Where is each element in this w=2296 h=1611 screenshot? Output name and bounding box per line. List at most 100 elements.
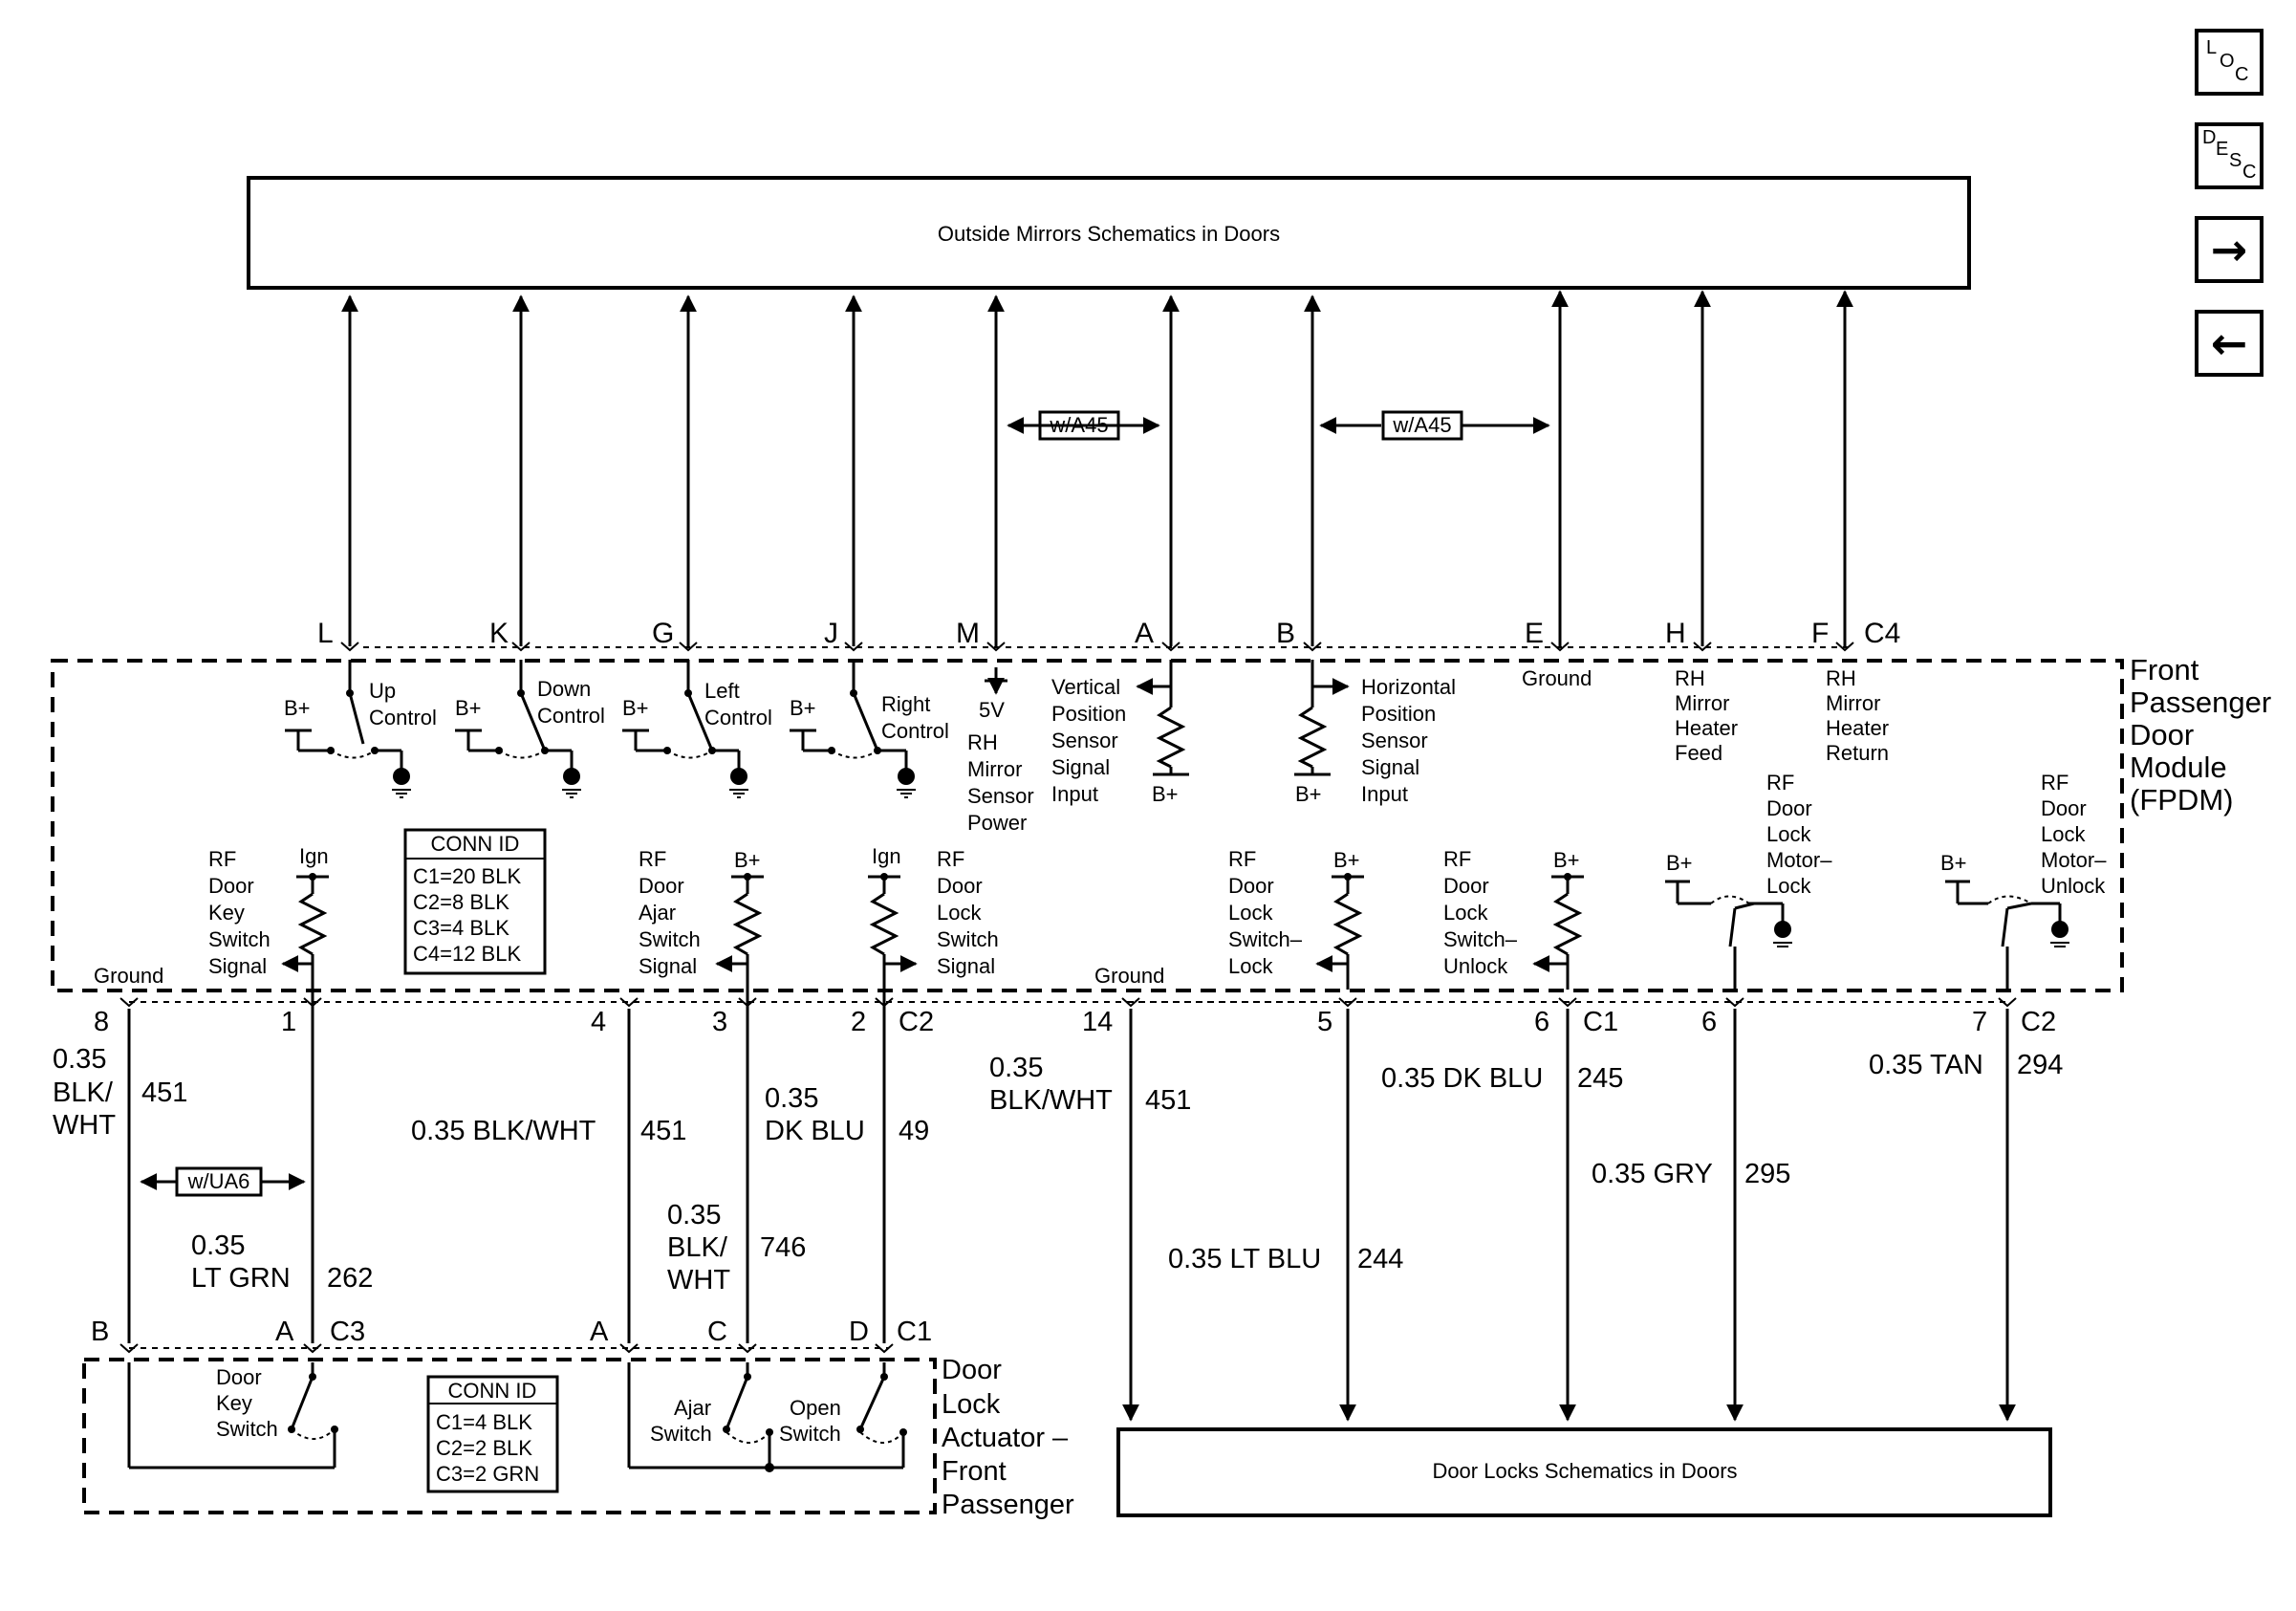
svg-text:RH: RH bbox=[1826, 666, 1856, 690]
svg-text:Input: Input bbox=[1051, 782, 1098, 806]
fpdm-conn-id: CONN ID C1=20 BLK C2=8 BLK C3=4 BLK C4=1… bbox=[413, 832, 521, 966]
loc-button[interactable]: L O C bbox=[2195, 29, 2264, 96]
svg-text:451: 451 bbox=[640, 1116, 686, 1146]
svg-text:Door: Door bbox=[2041, 796, 2087, 820]
svg-text:Switch–: Switch– bbox=[1443, 927, 1518, 951]
lock-switch-labels: Ign RF Door Lock Switch Signal bbox=[872, 844, 999, 978]
actuator-pins: B A C3 A C D C1 bbox=[91, 1317, 932, 1347]
svg-text:C2=8 BLK: C2=8 BLK bbox=[413, 890, 509, 914]
svg-text:Door: Door bbox=[2130, 718, 2194, 751]
option-wua6: w/UA6 bbox=[187, 1169, 250, 1193]
fpdm-pin-letters: L K G J M A B E H F C4 bbox=[317, 618, 1900, 649]
desc-c: C bbox=[2242, 162, 2257, 183]
svg-text:WHT: WHT bbox=[667, 1265, 730, 1295]
svg-text:Mirror: Mirror bbox=[1675, 691, 1729, 715]
svg-text:B+: B+ bbox=[284, 696, 311, 720]
horizontal-sensor-resistor bbox=[1294, 660, 1350, 776]
desc-e: E bbox=[2216, 139, 2229, 160]
svg-text:Ajar: Ajar bbox=[674, 1396, 711, 1420]
outside-mirrors-box[interactable] bbox=[247, 176, 1971, 290]
svg-text:RF: RF bbox=[639, 847, 666, 871]
svg-text:Lock: Lock bbox=[937, 901, 982, 925]
svg-text:Horizontal: Horizontal bbox=[1361, 675, 1456, 699]
svg-text:C3: C3 bbox=[330, 1317, 365, 1347]
svg-text:C2=2 BLK: C2=2 BLK bbox=[436, 1436, 532, 1460]
svg-text:Lock: Lock bbox=[2041, 822, 2086, 846]
option-wa45-2: w/A45 bbox=[1392, 413, 1451, 437]
actuator-switches bbox=[127, 1362, 905, 1469]
svg-text:LT GRN: LT GRN bbox=[191, 1263, 291, 1294]
svg-text:1: 1 bbox=[281, 1007, 296, 1037]
desc-d: D bbox=[2202, 127, 2217, 148]
heater-return-labels: RH Mirror Heater Return bbox=[1826, 666, 1889, 765]
svg-text:Return: Return bbox=[1826, 741, 1889, 765]
svg-text:6: 6 bbox=[1701, 1007, 1717, 1037]
svg-text:B+: B+ bbox=[734, 848, 761, 872]
fpdm-title: Front Passenger Door Module (FPDM) bbox=[2130, 653, 2271, 816]
svg-text:C3=4 BLK: C3=4 BLK bbox=[413, 916, 509, 940]
motor-lock-labels: B+ RF Door Lock Motor– Lock bbox=[1666, 771, 1832, 898]
door-locks-box[interactable] bbox=[1116, 1427, 2052, 1517]
lock-switch-lock-labels: B+ RF Door Lock Switch– Lock bbox=[1228, 847, 1360, 978]
next-button[interactable]: → bbox=[2195, 216, 2264, 283]
arrow-left-icon: ← bbox=[2210, 317, 2248, 369]
svg-text:Down: Down bbox=[537, 677, 591, 701]
svg-text:Passenger: Passenger bbox=[942, 1490, 1074, 1520]
svg-text:Ign: Ign bbox=[872, 844, 901, 868]
svg-text:Position: Position bbox=[1051, 702, 1126, 726]
svg-text:BLK/: BLK/ bbox=[53, 1078, 114, 1108]
loc-l: L bbox=[2206, 37, 2218, 58]
svg-text:RF: RF bbox=[2041, 771, 2069, 795]
svg-text:Lock: Lock bbox=[1228, 901, 1273, 925]
svg-text:RF: RF bbox=[208, 847, 236, 871]
svg-text:Control: Control bbox=[881, 719, 949, 743]
fpdm-module-outline bbox=[51, 659, 2124, 992]
prev-button[interactable]: ← bbox=[2195, 310, 2264, 377]
svg-text:Mirror: Mirror bbox=[967, 757, 1022, 781]
arrow-right-icon: → bbox=[2210, 224, 2248, 275]
desc-button[interactable]: D E S C bbox=[2195, 122, 2264, 189]
svg-text:Heater: Heater bbox=[1826, 716, 1889, 740]
loc-c: C bbox=[2235, 64, 2249, 85]
svg-text:B+: B+ bbox=[790, 696, 816, 720]
svg-text:D: D bbox=[849, 1317, 869, 1347]
svg-text:7: 7 bbox=[1972, 1007, 1987, 1037]
svg-text:Door: Door bbox=[937, 874, 983, 898]
svg-text:Ajar: Ajar bbox=[639, 901, 676, 925]
desc-s: S bbox=[2229, 150, 2242, 171]
svg-text:5: 5 bbox=[1317, 1007, 1332, 1037]
svg-text:C2: C2 bbox=[899, 1007, 934, 1037]
svg-text:Passenger: Passenger bbox=[2130, 686, 2271, 719]
svg-text:Heater: Heater bbox=[1675, 716, 1738, 740]
svg-text:Lock: Lock bbox=[942, 1389, 1001, 1420]
wire-labels: 0.35 BLK/ WHT 451 0.35 LT GRN 262 0.35 B… bbox=[53, 1044, 2063, 1295]
ground-left-label: Ground bbox=[94, 964, 163, 988]
svg-text:0.35 DK BLU: 0.35 DK BLU bbox=[1381, 1063, 1543, 1094]
ground-mid-label: Ground bbox=[1094, 964, 1164, 988]
svg-text:6: 6 bbox=[1534, 1007, 1549, 1037]
ajar-switch-labels: B+ RF Door Ajar Switch Signal bbox=[639, 847, 761, 978]
svg-text:H: H bbox=[1665, 618, 1686, 649]
svg-text:C: C bbox=[707, 1317, 727, 1347]
svg-text:Door: Door bbox=[1766, 796, 1812, 820]
svg-text:5V: 5V bbox=[979, 698, 1005, 722]
ground-e-label: Ground bbox=[1522, 666, 1592, 690]
svg-text:Feed: Feed bbox=[1675, 741, 1722, 765]
svg-text:Position: Position bbox=[1361, 702, 1436, 726]
svg-text:B: B bbox=[91, 1317, 109, 1347]
svg-text:BLK/: BLK/ bbox=[667, 1232, 728, 1263]
svg-text:Lock: Lock bbox=[1228, 954, 1273, 978]
svg-text:RF: RF bbox=[1228, 847, 1256, 871]
svg-text:Switch: Switch bbox=[779, 1422, 841, 1446]
svg-text:Module: Module bbox=[2130, 751, 2227, 784]
svg-text:14: 14 bbox=[1082, 1007, 1113, 1037]
svg-text:E: E bbox=[1525, 618, 1544, 649]
svg-text:C1=4 BLK: C1=4 BLK bbox=[436, 1410, 532, 1434]
svg-text:Mirror: Mirror bbox=[1826, 691, 1880, 715]
svg-text:Control: Control bbox=[369, 706, 437, 729]
svg-text:Switch: Switch bbox=[208, 927, 271, 951]
svg-text:746: 746 bbox=[760, 1232, 806, 1263]
svg-text:C1: C1 bbox=[897, 1317, 932, 1347]
svg-text:WHT: WHT bbox=[53, 1110, 116, 1141]
mirror-switch-labels: B+ Up Control B+ Down Control B+ Left Co… bbox=[284, 677, 949, 743]
